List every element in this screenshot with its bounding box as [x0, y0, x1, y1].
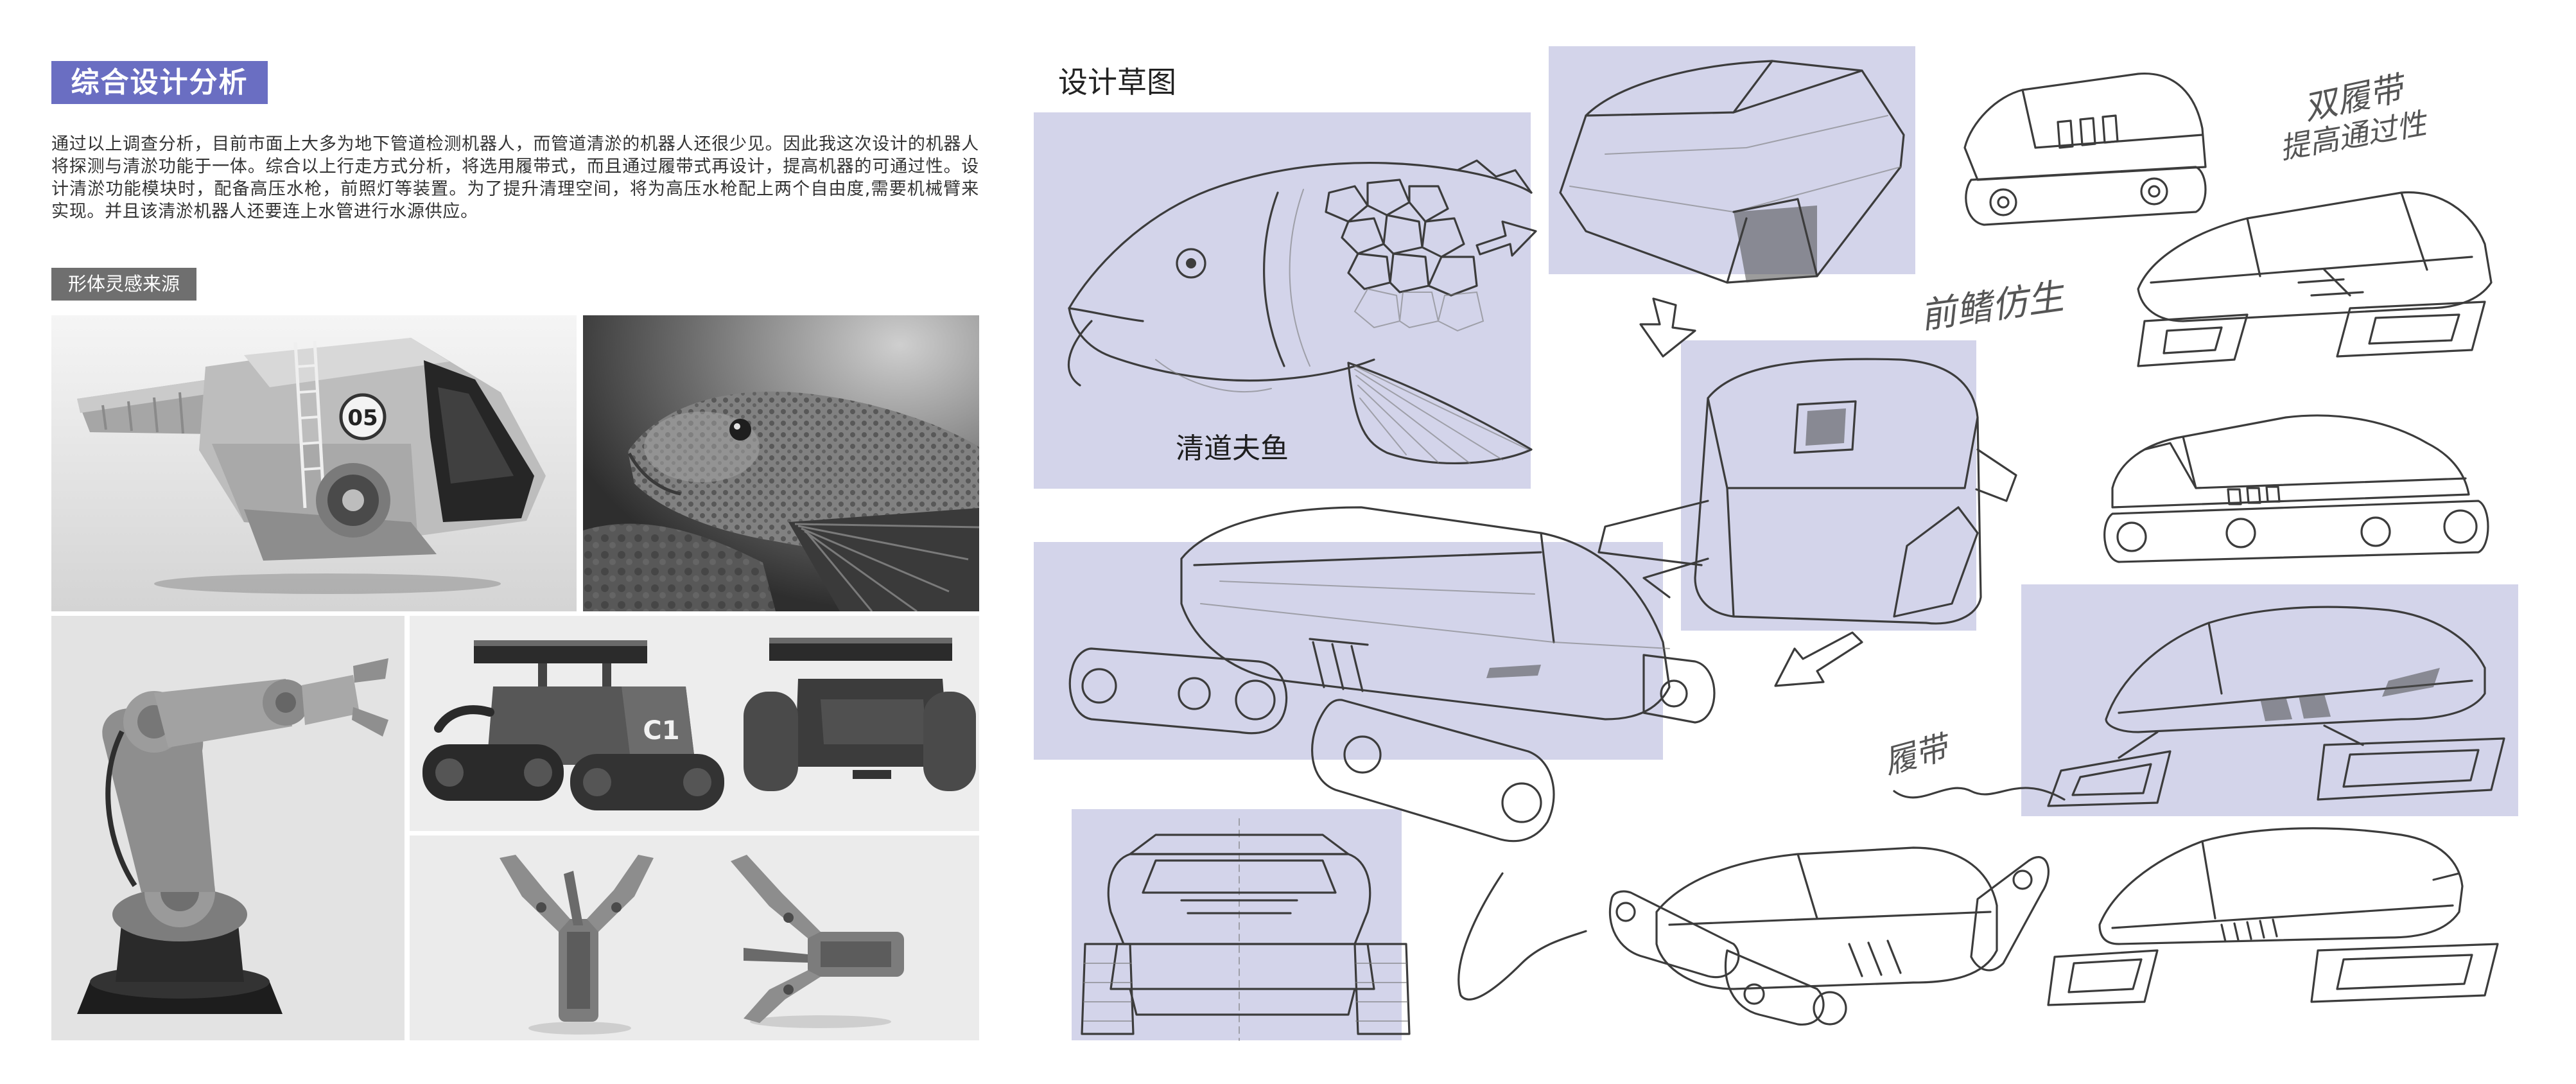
panel-box-body	[1681, 340, 1976, 631]
sketch-long-track-vehicle	[2103, 414, 2489, 563]
fish-label: 清道夫鱼	[1176, 432, 1289, 465]
photo-fish	[583, 315, 979, 611]
photo-tracked-robots: C1	[410, 616, 979, 831]
sketch-arm-vehicle	[1608, 846, 2049, 1026]
panel-hull	[1549, 46, 1915, 274]
note-track: 履带	[1879, 728, 1952, 782]
sketch-dual-track-vehicle	[1963, 73, 2207, 226]
intro-paragraph: 通过以上调查分析，目前市面上大多为地下管道检测机器人，而管道清淤的机器人还很少见…	[51, 134, 979, 222]
photo-grippers	[410, 835, 979, 1040]
panel-tracked-vehicle	[1034, 542, 1663, 760]
arrow-down-left-icon	[1774, 631, 1863, 687]
flow-squiggle	[1458, 872, 1587, 1001]
tracked-robot-mark: C1	[643, 716, 679, 746]
sketch-pad-vehicle-c	[2047, 827, 2499, 1006]
photo-vehicle: 05	[51, 315, 577, 611]
photo-robot-arm	[51, 616, 405, 1040]
panel-front-view	[1072, 809, 1402, 1040]
vehicle-number: 05	[347, 405, 378, 431]
panel-pad-vehicle	[2021, 584, 2518, 816]
inspiration-subtitle: 形体灵感来源	[51, 268, 196, 301]
sketch-title: 设计草图	[1058, 65, 1176, 100]
note-fin-bionic: 前鳍仿生	[1917, 275, 2066, 338]
section-title: 综合设计分析	[51, 61, 268, 104]
sketch-pad-vehicle-a	[2137, 191, 2493, 367]
